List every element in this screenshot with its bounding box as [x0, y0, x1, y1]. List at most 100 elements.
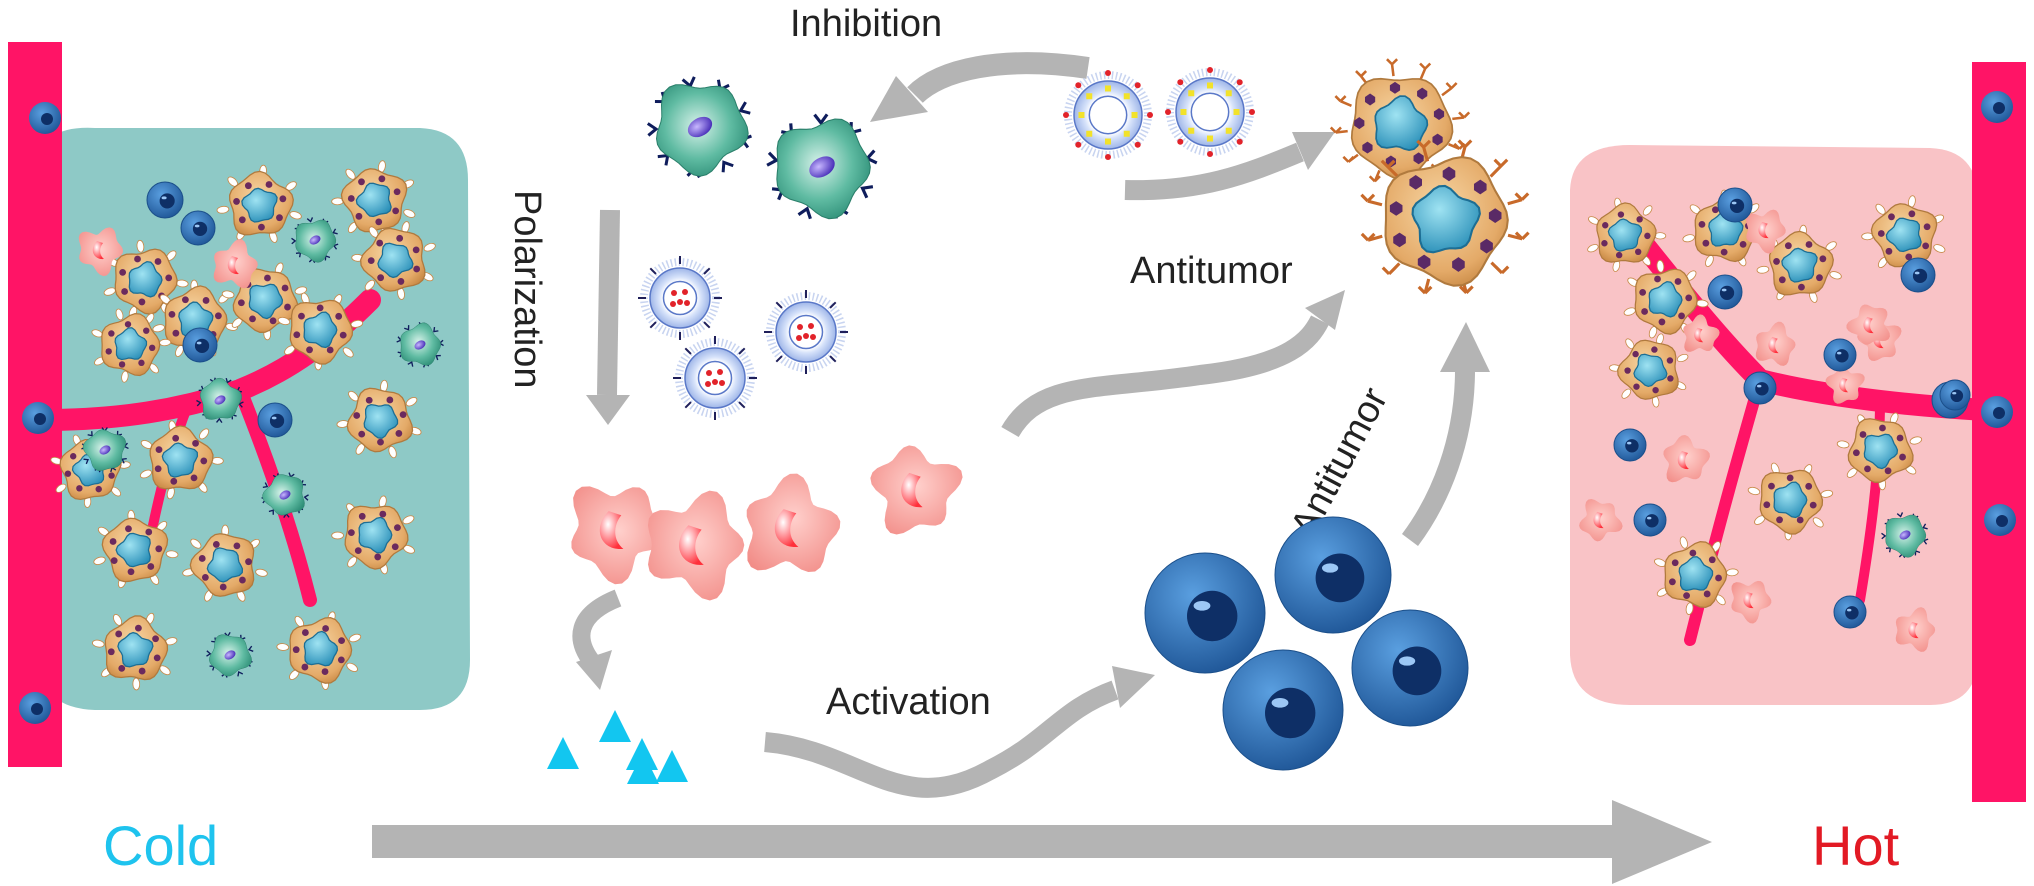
- m1-macrophage-icon: [1755, 321, 1796, 366]
- m2-macrophage-icon: [196, 377, 244, 423]
- tumor-cell-icon: [1654, 536, 1739, 615]
- m1-macrophage-icon: [746, 473, 841, 572]
- arrowhead-inhibition: [870, 76, 928, 122]
- m1-macrophage-icon: [213, 239, 258, 289]
- tumor-cell-icon: [93, 509, 179, 589]
- tumor-cell-icon: [1756, 224, 1842, 303]
- m1-macrophage-icon: [1846, 304, 1890, 345]
- t-cell-icon: [1613, 428, 1647, 462]
- t-cell-icon: [1900, 257, 1936, 293]
- tumor-cell-icon: [139, 420, 224, 500]
- m2-macrophage-icon: [81, 427, 129, 473]
- tcell-to-tumor-arrow: [1401, 369, 1475, 546]
- m1-to-tumor-arrow: [1001, 315, 1329, 438]
- tumor-cell-icon: [331, 495, 415, 575]
- tumor-cell-icon: [336, 379, 422, 459]
- m1-macrophage-icon: [1895, 607, 1936, 652]
- m1-to-cytokine-arrow: [572, 589, 622, 668]
- m1-macrophage-icon: [1731, 580, 1772, 624]
- lipo-to-tumor-arrow: [1124, 142, 1304, 201]
- tumor-cell-icon: [1623, 259, 1709, 339]
- tumor-cell-icon: [1587, 197, 1667, 272]
- t-cell-icon: [1743, 371, 1777, 405]
- liposome-nanoparticle-icon: [1165, 67, 1255, 157]
- t-cell-icon: [257, 402, 293, 438]
- liposome-nanoparticle-icon: [673, 336, 757, 420]
- polarization-label: Polarization: [506, 190, 548, 389]
- t-cell-icon: [1144, 552, 1266, 674]
- activation-arrow: [764, 680, 1119, 798]
- antitumor-label-top: Antitumor: [1130, 250, 1293, 292]
- process-arrows: [572, 52, 1475, 798]
- cytokine-icon: [599, 710, 631, 742]
- m1-macrophage-icon: [1745, 209, 1786, 254]
- tumor-cell-icon: [277, 292, 364, 371]
- m2-macrophage-icon: [206, 631, 254, 678]
- cytokine-icon: [656, 750, 688, 782]
- hot-tumor-panel: Hot: [1570, 62, 2026, 877]
- cold-tumor-panel: Cold: [8, 42, 470, 877]
- liposome-nanoparticle-icon: [638, 256, 722, 340]
- m2-macrophage-icon: [646, 76, 752, 179]
- t-cell-icon: [1351, 609, 1469, 727]
- cold-label: Cold: [103, 814, 218, 877]
- tumor-cell-icon: [91, 308, 172, 383]
- t-cell-icon: [1833, 595, 1867, 629]
- liposome-nanoparticle-icon: [764, 290, 848, 374]
- tumor-cell-icon: [276, 611, 362, 690]
- t-cell-icon: [1707, 274, 1743, 310]
- m1-macrophage-icon: [870, 445, 963, 535]
- m1-macrophage-icon: [1825, 366, 1865, 404]
- inhibition-arrow: [907, 52, 1090, 104]
- m1-macrophage-icon: [1683, 314, 1720, 352]
- tumor-cell-icon: [182, 524, 268, 602]
- activated-tumor-cell-icon: [1360, 139, 1530, 295]
- tumor-cell-icon: [1608, 333, 1689, 408]
- polarization-arrow: [597, 209, 620, 396]
- inhibition-label: Inhibition: [790, 3, 942, 45]
- t-cell-icon: [182, 327, 218, 363]
- arrowhead-cytokine: [576, 650, 612, 690]
- m1-macrophage-icon: [78, 227, 124, 277]
- cold-to-hot-arrow: [372, 800, 1712, 884]
- t-cell-icon: [180, 210, 216, 246]
- tumor-cell-icon: [351, 221, 436, 300]
- t-cell-icon: [146, 181, 184, 219]
- activation-label: Activation: [826, 681, 991, 723]
- tumor-cell-icon: [91, 612, 178, 691]
- arrowhead-activation: [1112, 666, 1155, 708]
- m1-macrophage-icon: [1579, 498, 1623, 542]
- tumor-cell-icon: [331, 160, 416, 240]
- t-cell-icon: [1717, 187, 1753, 223]
- vessel-t-cells-left: [19, 102, 61, 724]
- m1-macrophage-icon: [647, 490, 745, 601]
- tumor-cell-icon: [1861, 195, 1946, 275]
- arrowhead-tcell-tumor: [1440, 322, 1490, 372]
- tumor-cell-icon: [1836, 412, 1923, 491]
- m2-macrophage-icon: [766, 113, 878, 220]
- t-cell-icon: [1939, 379, 1971, 411]
- arrowheads: [576, 76, 1490, 708]
- cytokine-cluster: [547, 710, 688, 784]
- m1-macrophage-icon: [571, 486, 667, 585]
- m2-macrophage-icon: [1881, 512, 1929, 558]
- liposome-nanoparticle-icon: [1063, 70, 1153, 160]
- m1-macrophage-icon: [1663, 434, 1710, 483]
- right-blood-vessel: [1972, 62, 2026, 802]
- cytokine-icon: [627, 752, 659, 784]
- t-cell-icon: [1823, 338, 1857, 372]
- arrowhead-polarization: [586, 395, 630, 425]
- arrowhead-m1-tumor: [1305, 290, 1345, 330]
- cytokine-icon: [547, 737, 579, 769]
- hot-label: Hot: [1812, 814, 1900, 877]
- vessel-t-cells-right: [1981, 91, 2016, 536]
- arrowhead-lipo-tumor: [1292, 132, 1335, 170]
- m2-macrophage-icon: [396, 321, 444, 368]
- t-cell-icon: [1633, 503, 1667, 537]
- t-cell-icon: [1222, 649, 1344, 771]
- m2-macrophage-icon: [291, 217, 339, 263]
- m2-macrophage-icon: [261, 472, 309, 518]
- tumor-cell-icon: [216, 164, 302, 243]
- t-cell-icon: [1274, 516, 1392, 634]
